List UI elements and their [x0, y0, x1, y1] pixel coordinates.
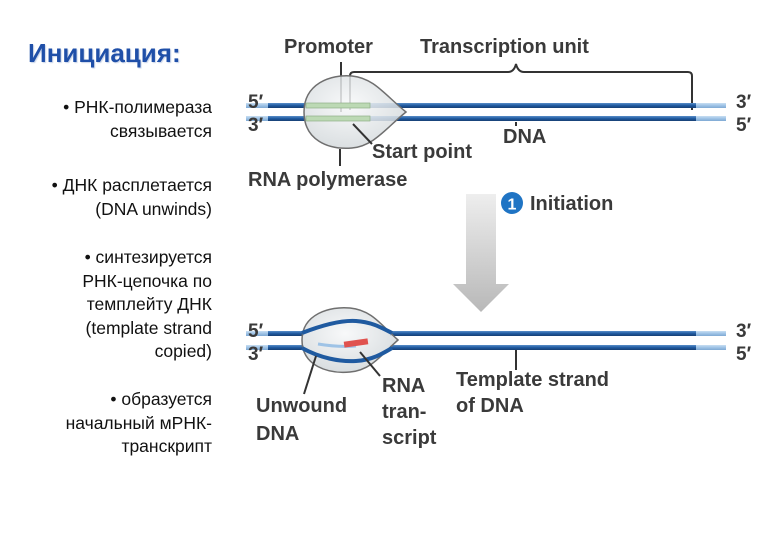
rna-transcript-label: tran-: [382, 401, 426, 423]
unwound-dna-pointer: [303, 355, 317, 395]
template-strand-label: Template strand: [456, 369, 609, 391]
rna-transcript-label: script: [382, 427, 437, 449]
rna-transcript-label: RNA: [382, 375, 425, 397]
five-prime-label: 5′: [248, 321, 264, 342]
bullet-line: (template strand: [85, 317, 212, 338]
bullet-dna-unwinds: • ДНК расплетается (DNA unwinds): [2, 174, 212, 221]
template-strand-label: of DNA: [456, 395, 524, 417]
unwound-dna-label: Unwound: [256, 395, 347, 417]
rna-transcript-pointer: [359, 351, 381, 377]
dna-template-strand: [390, 345, 726, 350]
rna-polymerase: [303, 75, 408, 149]
dna-strand-top-right-end: [696, 331, 726, 336]
dna-strand-bottom-right-end: [696, 345, 726, 350]
dna-strand-bottom-left-end: [246, 345, 268, 350]
rna-transcript: [343, 338, 369, 348]
unwound-dna-label: DNA: [256, 423, 299, 445]
slide-title: Инициация:: [28, 38, 181, 68]
step-number-badge: [501, 192, 523, 214]
dna-strand-top: [268, 103, 726, 108]
start-point-pointer: [352, 123, 373, 145]
bullet-line: темплейту ДНК: [86, 294, 212, 314]
unwound-dna-upper: [301, 318, 393, 335]
bullet-line: (DNA unwinds): [95, 198, 212, 219]
unwound-dna-lower: [301, 346, 394, 364]
rna-polymerase-label: RNA polymerase: [248, 169, 407, 191]
five-prime-label: 5′: [736, 115, 752, 136]
dna-label: DNA: [503, 126, 546, 148]
bullet-line: РНК-цепочка по: [82, 270, 212, 291]
bullet-line: связывается: [110, 120, 212, 141]
three-prime-label: 3′: [248, 344, 264, 365]
dna-strand-bottom-right-end: [696, 116, 726, 121]
five-prime-label: 5′: [248, 92, 264, 113]
dna-strand-top-left-end: [246, 103, 268, 108]
dna-strand-bottom-left-end: [246, 116, 268, 121]
three-prime-label: 3′: [736, 92, 752, 113]
dna-strand-bottom: [268, 116, 726, 121]
promoter-region-bottom: [305, 115, 371, 122]
bullet-line: copied): [154, 341, 212, 361]
step-number: 1: [508, 197, 517, 214]
dna-strand-top-left-end: [246, 331, 268, 336]
bullet-line: • РНК-полимераза: [63, 97, 212, 117]
promoter-region-top: [305, 102, 371, 109]
transcription-unit-bracket: [349, 63, 693, 110]
bullet-transcript-formed: • образуется начальный мРНК- транскрипт: [2, 388, 212, 459]
start-point-label: Start point: [372, 141, 472, 163]
dna-strand-top-right-end: [696, 103, 726, 108]
bullet-line: транскрипт: [121, 436, 212, 456]
promoter-label: Promoter: [284, 36, 373, 58]
dna-strand-top: [268, 331, 304, 336]
five-prime-label: 5′: [736, 344, 752, 365]
three-prime-label: 3′: [248, 115, 264, 136]
step-arrow: [453, 194, 509, 312]
bullet-line: начальный мРНК-: [65, 412, 212, 433]
transcription-unit-label: Transcription unit: [420, 36, 589, 58]
dna-strand-top: [390, 331, 726, 336]
bullet-line: • образуется: [110, 389, 212, 409]
bullet-rna-synthesized: • синтезируется РНК-цепочка по темплейту…: [2, 246, 212, 364]
dna-template-strand: [268, 345, 304, 350]
bullet-line: • синтезируется: [84, 247, 212, 267]
three-prime-label: 3′: [736, 321, 752, 342]
initiation-label: Initiation: [530, 193, 613, 215]
bullet-polymerase-binds: • РНК-полимераза связывается: [2, 96, 212, 143]
bullet-line: • ДНК расплетается: [51, 175, 212, 195]
